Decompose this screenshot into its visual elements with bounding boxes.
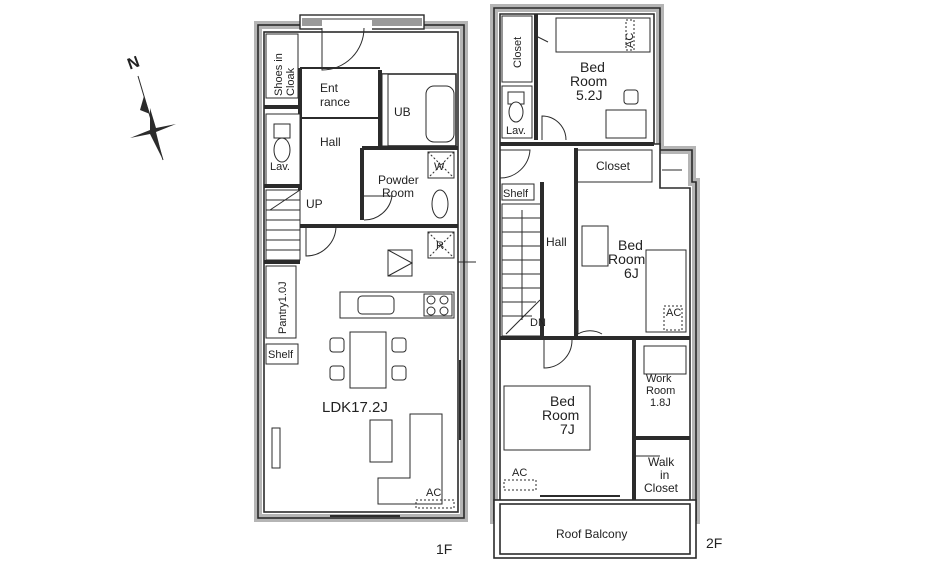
label-ac-bed1: AC [624, 33, 636, 48]
floor2-label: 2F [706, 535, 722, 551]
label-ac-bed2: AC [666, 307, 681, 319]
label-hall-1f: Hall [320, 135, 341, 149]
stairs-1f [265, 189, 301, 261]
label-work-room: Work Room 1.8J [646, 373, 678, 409]
work-desk [643, 345, 687, 375]
bed-1 [555, 17, 651, 53]
label-lav-2f: Lav. [506, 125, 526, 137]
stairs-2f [501, 203, 543, 337]
sofa [377, 413, 443, 505]
pantry [265, 265, 297, 339]
label-ldk: LDK17.2J [322, 399, 388, 416]
washer [427, 151, 455, 179]
label-shelf-1f: Shelf [268, 349, 294, 361]
label-fridge: R [436, 240, 444, 252]
floor1-plan: Shoes in Cloak Ent rance UB Hall Lav. Po… [254, 14, 476, 557]
closet-mid [575, 149, 653, 183]
compass-icon: N [125, 54, 176, 161]
label-closet-mid: Closet [596, 159, 631, 173]
label-entrance: Ent rance [320, 81, 350, 109]
closet-top [501, 15, 533, 83]
shoes-in-cloak [265, 33, 299, 99]
label-bedroom-3: Bed Room 7J [542, 393, 583, 437]
label-hall-2f: Hall [546, 235, 567, 249]
label-shoes-in-cloak: Shoes in Cloak [273, 50, 297, 96]
fridge [427, 231, 455, 259]
label-roof-balcony: Roof Balcony [556, 527, 627, 541]
floor2-plan: Closet Bed Room 5.2J AC Lav. Closet Shel… [490, 4, 722, 559]
label-bedroom-2: Bed Room 6J [608, 237, 649, 281]
label-powder-room: Powder Room [378, 173, 422, 200]
label-lav-1f: Lav. [270, 161, 290, 173]
shelf-2f [501, 183, 535, 201]
compass-north-label: N [125, 54, 142, 74]
bed-3 [503, 385, 591, 451]
coffee-table [369, 419, 393, 463]
label-up: UP [306, 197, 323, 211]
label-ub: UB [394, 105, 411, 119]
shelf-1f [265, 343, 299, 365]
label-pantry: Pantry1.0J [277, 281, 289, 334]
dining-table [349, 331, 387, 389]
floor1-label: 1F [436, 541, 452, 557]
label-ac-1f: AC [426, 487, 441, 499]
label-ac-bed3: AC [512, 467, 527, 479]
desk-bed1 [605, 109, 647, 139]
label-bedroom-1: Bed Room 5.2J [570, 59, 611, 103]
label-washer: W [434, 161, 445, 173]
desk-bed2 [581, 225, 609, 267]
label-dn: DN [530, 317, 546, 329]
label-closet-top: Closet [512, 37, 524, 68]
tv [271, 427, 281, 469]
bed-2 [645, 249, 687, 333]
label-shelf-2f: Shelf [503, 188, 529, 200]
label-walk-in-closet: Walk in Closet [644, 455, 679, 495]
